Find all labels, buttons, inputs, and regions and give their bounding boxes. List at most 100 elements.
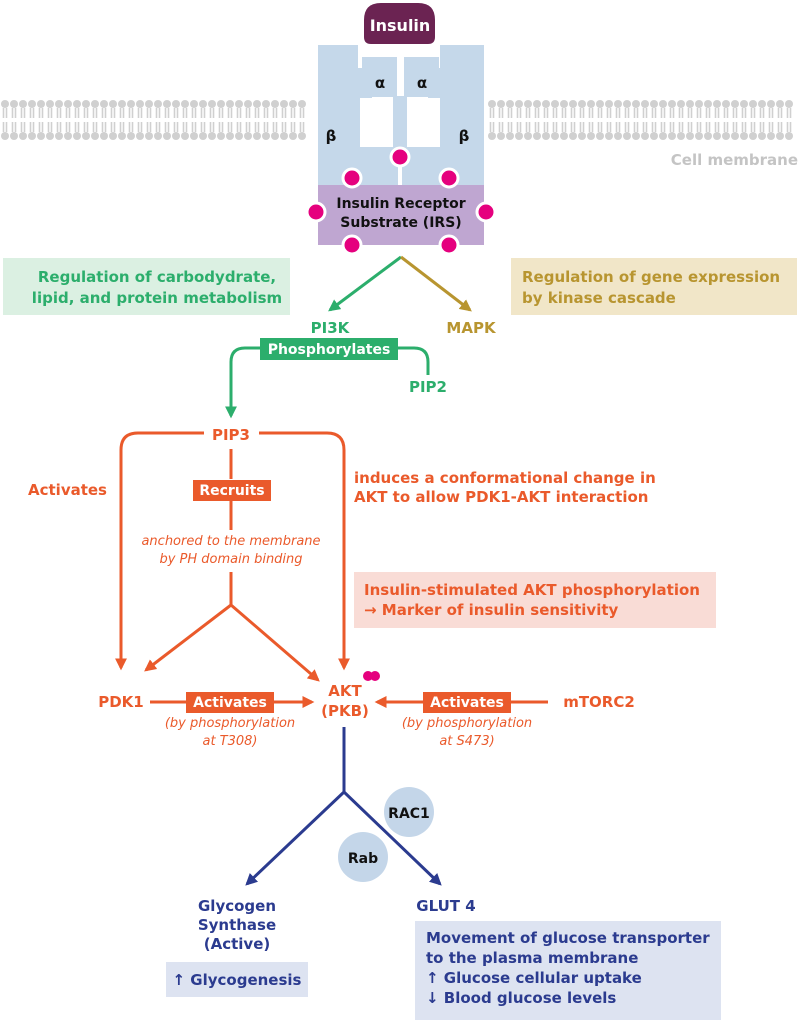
lipid-head <box>605 100 613 108</box>
glut-effects-line3: ↑ Glucose cellular uptake <box>426 969 642 987</box>
lipid-head <box>749 132 757 140</box>
metabolism-line1: Regulation of carbodydrate, <box>38 268 276 286</box>
glut-effects-line2: to the plasma membrane <box>426 949 638 967</box>
akt-phosphate-dot <box>370 671 380 681</box>
lipid-head <box>488 132 496 140</box>
lipid-head <box>659 100 667 108</box>
rab-bubble <box>338 832 388 882</box>
lipid-head <box>289 100 297 108</box>
lipid-head <box>650 100 658 108</box>
cell-membrane-right <box>488 100 793 140</box>
lipid-head <box>623 132 631 140</box>
induces-note-line2: AKT to allow PDK1-AKT interaction <box>354 488 648 506</box>
lipid-head <box>515 100 523 108</box>
receptor-alpha-left <box>362 57 397 97</box>
lipid-head <box>136 132 144 140</box>
lipid-head <box>37 132 45 140</box>
metabolism-line2: lipid, and protein metabolism <box>32 289 282 307</box>
lipid-head <box>19 132 27 140</box>
lipid-head <box>244 132 252 140</box>
glycogenesis-box <box>166 962 308 997</box>
phosphate-dot <box>389 146 411 168</box>
lipid-head <box>28 132 36 140</box>
insulin-ligand: Insulin <box>364 3 435 44</box>
lipid-head <box>10 100 18 108</box>
lipid-head <box>64 100 72 108</box>
lipid-head <box>632 132 640 140</box>
lipid-head <box>767 100 775 108</box>
alpha-left-label: α <box>375 74 385 92</box>
lipid-head <box>497 132 505 140</box>
lipid-head <box>677 100 685 108</box>
lipid-head <box>1 100 9 108</box>
lipid-head <box>244 100 252 108</box>
lipid-head <box>262 100 270 108</box>
mapk-node: MAPK <box>446 319 497 337</box>
lipid-head <box>226 100 234 108</box>
gene-expression-line1: Regulation of gene expression <box>522 268 780 286</box>
glut-effects-line1: Movement of glucose transporter <box>426 929 710 947</box>
lipid-head <box>506 100 514 108</box>
lipid-head <box>73 132 81 140</box>
lipid-head <box>569 132 577 140</box>
lipid-head <box>28 100 36 108</box>
lipid-head <box>109 100 117 108</box>
recruits-label: Recruits <box>199 483 264 499</box>
lipid-head <box>46 100 54 108</box>
lipid-head <box>100 132 108 140</box>
lipid-head <box>560 132 568 140</box>
lipid-head <box>280 100 288 108</box>
lipid-head <box>731 100 739 108</box>
lipid-head <box>506 132 514 140</box>
irs-label-line1: Insulin Receptor <box>336 196 465 212</box>
lipid-head <box>749 100 757 108</box>
lipid-head <box>686 100 694 108</box>
phosphate-dot <box>305 201 327 223</box>
lipid-head <box>271 100 279 108</box>
lipid-head <box>758 132 766 140</box>
lipid-head <box>668 132 676 140</box>
lipid-head <box>758 100 766 108</box>
akt-to-glut4-arrow <box>342 790 442 886</box>
lipid-head <box>127 132 135 140</box>
cell-membrane-label: Cell membrane <box>671 151 798 169</box>
pip2-node: PIP2 <box>409 378 447 396</box>
lipid-head <box>217 132 225 140</box>
receptor-beta-right <box>402 45 484 185</box>
lipid-head <box>118 100 126 108</box>
lipid-head <box>127 100 135 108</box>
lipid-head <box>91 100 99 108</box>
recruits-badge <box>193 480 271 501</box>
lipid-head <box>217 100 225 108</box>
lipid-head <box>524 132 532 140</box>
lipid-head <box>235 100 243 108</box>
lipid-head <box>55 100 63 108</box>
irs-box <box>318 185 484 245</box>
lipid-head <box>713 100 721 108</box>
irs-to-mapk-arrow <box>400 255 472 312</box>
lipid-head <box>767 132 775 140</box>
pip3-to-akt-arrow <box>259 431 350 671</box>
pdk1-note-line1: (by phosphorylation <box>165 716 295 731</box>
lipid-head <box>488 100 496 108</box>
lipid-head <box>163 100 171 108</box>
phosphate-dot <box>438 234 460 256</box>
lipid-head <box>172 132 180 140</box>
lipid-head <box>235 132 243 140</box>
beta-left-label: β <box>326 127 337 145</box>
lipid-head <box>614 132 622 140</box>
lipid-head <box>587 132 595 140</box>
lipid-head <box>37 100 45 108</box>
rac1-bubble <box>384 787 434 837</box>
lipid-head <box>722 100 730 108</box>
cell-membrane-left <box>1 100 306 140</box>
lipid-head <box>695 132 703 140</box>
induces-note-line1: induces a conformational change in <box>354 469 656 487</box>
lipid-head <box>686 132 694 140</box>
glut-effects-line4: ↓ Blood glucose levels <box>426 989 616 1007</box>
lipid-head <box>91 132 99 140</box>
lipid-head <box>596 132 604 140</box>
akt-marker-box <box>354 572 716 628</box>
lipid-head <box>551 100 559 108</box>
akt-marker-line2: → Marker of insulin sensitivity <box>364 601 619 619</box>
